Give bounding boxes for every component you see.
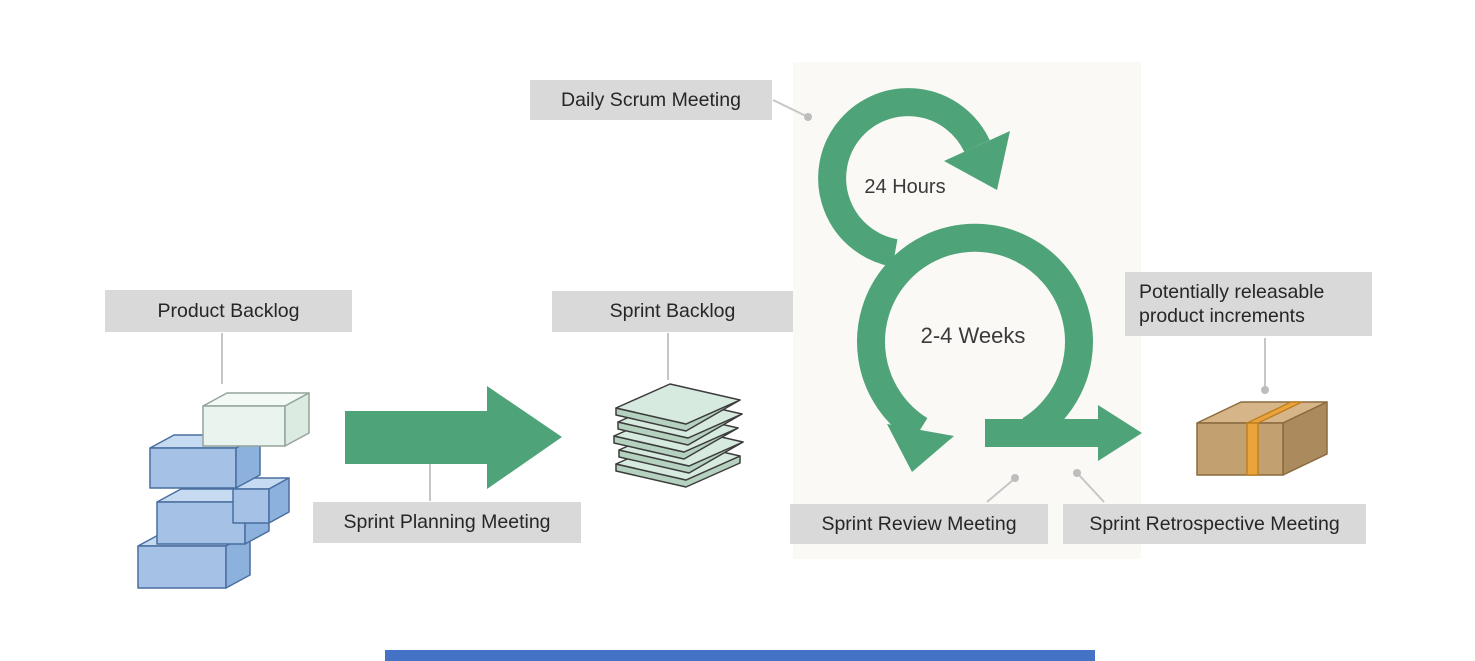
daily-scrum-loop-ring [818,88,990,267]
label-sprint-backlog: Sprint Backlog [552,291,793,332]
connector-sprint-review [986,479,1014,503]
label-potentially-releasable: Potentially releasable product increment… [1125,272,1372,336]
bottom-accent-bar [385,650,1095,661]
connector-dot-sprint-retrospective [1073,469,1081,477]
connector-daily-scrum [772,99,807,117]
sprint-planning-arrow [345,386,562,489]
label-potentially-releasable-line2: product increments [1139,305,1305,327]
package-box-icon [1196,401,1328,476]
connector-dot-releasable [1261,386,1269,394]
label-sprint-review-meeting: Sprint Review Meeting [790,504,1048,544]
sprint-backlog-sheets-icon [613,383,744,488]
label-24-hours: 24 Hours [864,176,946,198]
label-2-4-weeks: 2-4 Weeks [920,323,1026,348]
connector-dot-daily-scrum [804,113,812,121]
product-backlog-blocks-icon [137,392,310,589]
release-arrow-shaft [985,419,1098,447]
connector-dot-sprint-review [1011,474,1019,482]
label-daily-scrum-meeting: Daily Scrum Meeting [530,80,772,120]
daily-scrum-loop-arrowhead [944,131,1010,190]
daily-scrum-loop-icon [818,88,1010,267]
label-product-backlog: Product Backlog [105,290,352,332]
release-arrow-head [1098,405,1142,461]
connector-sprint-retrospective [1078,474,1105,503]
connector-lines [221,99,1269,503]
sprint-loop-ring [857,223,1093,442]
label-sprint-planning-meeting: Sprint Planning Meeting [313,502,581,543]
sprint-loop-icon [857,223,1142,472]
label-sprint-retrospective-meeting: Sprint Retrospective Meeting [1063,504,1366,544]
sprint-loop-arrowhead [887,424,954,472]
label-potentially-releasable-line1: Potentially releasable [1139,280,1325,303]
